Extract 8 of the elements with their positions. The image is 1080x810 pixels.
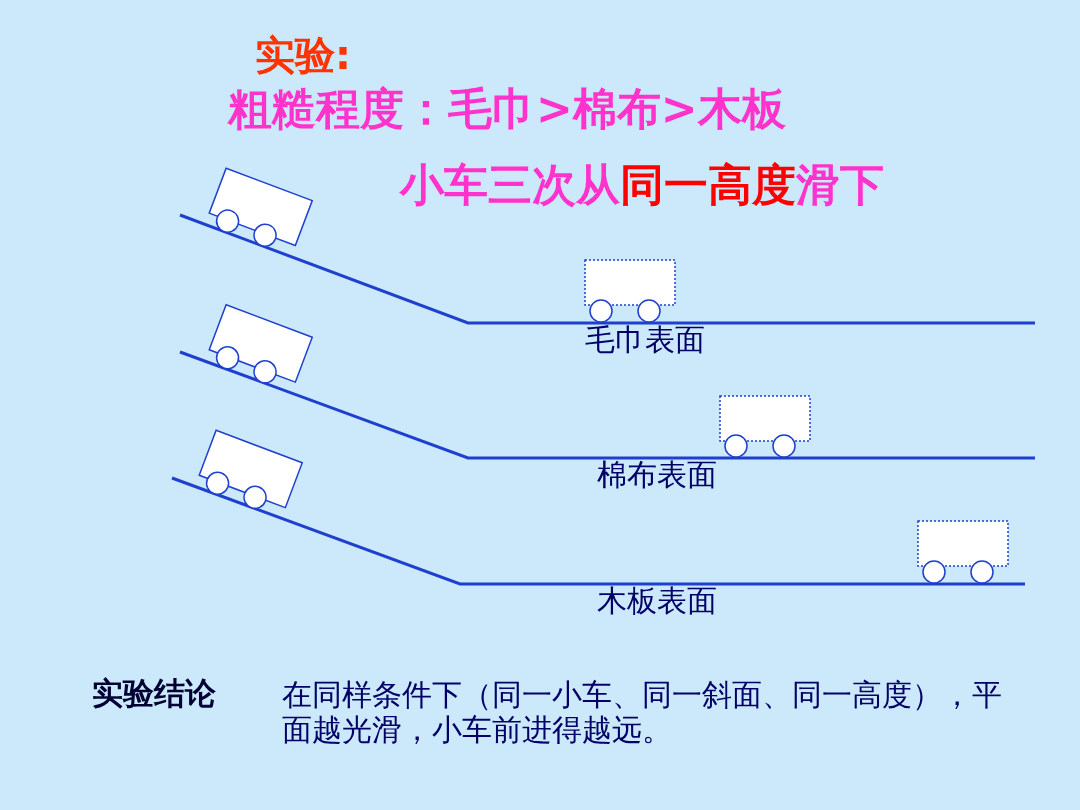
conclusion-heading: 实验结论	[92, 676, 216, 712]
surface-label: 木板表面	[597, 584, 717, 619]
title: 实验:	[255, 32, 351, 78]
surface-label: 毛巾表面	[585, 323, 705, 358]
subheading: 小车三次从同一高度滑下	[400, 160, 884, 211]
surface-label: 棉布表面	[597, 458, 717, 493]
heading: 粗糙程度：毛巾>棉布>木板	[228, 84, 786, 135]
conclusion-text: 在同样条件下（同一小车、同一斜面、同一高度），平面越光滑，小车前进得越远。	[282, 678, 1003, 747]
